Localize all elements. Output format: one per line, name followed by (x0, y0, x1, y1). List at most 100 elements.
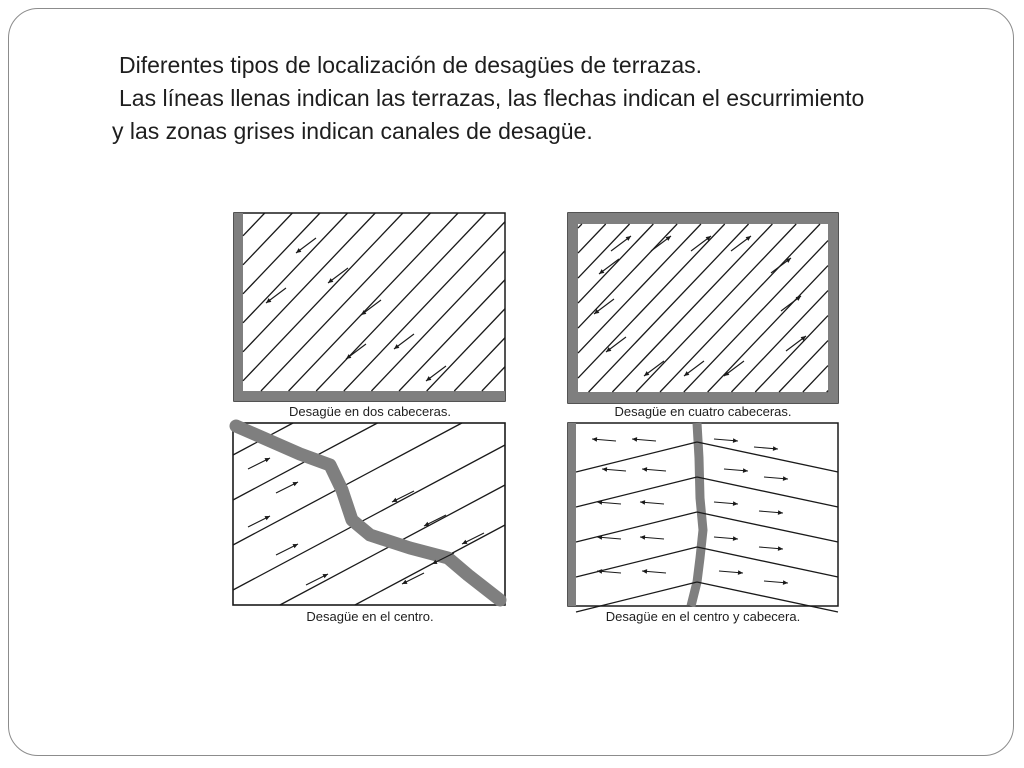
runoff-arrow (305, 573, 329, 586)
runoff-arrow (713, 536, 739, 541)
runoff-arrow (596, 535, 622, 540)
runoff-arrow (345, 343, 367, 360)
arrow-head (328, 278, 334, 283)
terrace-line (696, 546, 839, 578)
arrow-head (632, 437, 638, 442)
runoff-arrow (393, 333, 415, 350)
terrace-line (232, 422, 463, 546)
runoff-arrow (643, 360, 665, 377)
arrow-head (785, 258, 791, 263)
runoff-arrow (425, 365, 447, 382)
terrace-line (730, 290, 829, 393)
runoff-arrow (763, 476, 789, 481)
arrow-head (592, 437, 598, 442)
terrace-line (354, 524, 506, 606)
terrace-line (398, 279, 506, 392)
terrace-line (288, 212, 459, 392)
runoff-arrow (641, 569, 667, 574)
slide-title: Diferentes tipos de localización de desa… (112, 49, 992, 148)
runoff-arrow (423, 514, 447, 527)
arrow-head (705, 236, 711, 241)
terrace-line (426, 308, 506, 392)
runoff-arrow (723, 468, 749, 473)
terrace-line (659, 223, 821, 393)
arrow-head (777, 510, 783, 515)
runoff-arrow (591, 437, 617, 442)
arrow-head (782, 580, 788, 585)
drainage-channel-top (568, 213, 838, 224)
arrow-head (402, 579, 408, 584)
arrow-head (296, 248, 302, 253)
arrow-head (292, 544, 298, 549)
panel-cuatro-cabeceras (567, 212, 839, 404)
runoff-arrow (758, 510, 784, 515)
runoff-arrow (690, 235, 712, 252)
drainage-channel-left (568, 423, 576, 606)
terrace-line (754, 315, 829, 393)
runoff-arrow (360, 299, 382, 316)
runoff-arrow (641, 467, 667, 472)
terrace-line (778, 340, 829, 393)
runoff-arrow (275, 481, 299, 494)
arrow-head (424, 521, 430, 526)
terrace-line (242, 212, 349, 324)
terrace-line (577, 223, 607, 254)
arrow-head (625, 236, 631, 241)
runoff-arrow (730, 235, 752, 252)
terrace-line (242, 212, 376, 353)
runoff-arrow (631, 437, 657, 442)
drainage-channel-left (568, 213, 578, 403)
runoff-arrow (596, 500, 622, 505)
terrace-line (707, 265, 829, 393)
terrace-line (577, 223, 630, 279)
arrow-head (724, 371, 730, 376)
drainage-channel-bottom (234, 391, 505, 401)
runoff-arrow (391, 490, 415, 503)
arrow-head (745, 236, 751, 241)
runoff-arrow (650, 235, 672, 252)
terrace-line (696, 511, 839, 543)
terrace-line (315, 212, 487, 392)
runoff-arrow (723, 360, 745, 377)
drainage-channel-right (828, 213, 838, 403)
arrow-head (602, 467, 608, 472)
arrow-head (266, 298, 272, 303)
panel-dos-cabeceras (233, 212, 506, 402)
terrace-line (577, 223, 678, 329)
arrow-head (777, 546, 783, 551)
arrow-head (392, 497, 398, 502)
title-line-3: y las zonas grises indican canales de de… (112, 118, 593, 144)
terrace-line (577, 223, 583, 229)
terrace-line (696, 476, 839, 508)
terrace-line (696, 441, 839, 473)
runoff-arrow (770, 257, 792, 274)
arrow-head (606, 347, 612, 352)
terrace-line (577, 223, 702, 354)
caption-centro-y-cabecera: Desagüe en el centro y cabecera. (606, 609, 800, 624)
terrace-line (826, 390, 829, 393)
arrow-head (742, 468, 748, 473)
arrow-head (795, 296, 801, 301)
arrow-head (732, 501, 738, 506)
terrace-line (260, 212, 431, 392)
slide-frame (8, 8, 1014, 756)
runoff-arrow (780, 295, 802, 312)
runoff-arrow (598, 258, 620, 275)
runoff-arrow (265, 287, 287, 304)
runoff-arrow (461, 532, 485, 545)
runoff-arrow (785, 335, 807, 352)
terrace-line (575, 511, 698, 543)
runoff-arrow (247, 515, 271, 528)
terrace-line (242, 212, 266, 237)
arrow-head (599, 269, 605, 274)
runoff-arrow (718, 570, 744, 575)
arrow-head (432, 559, 438, 564)
runoff-arrow (713, 438, 739, 443)
terrace-line (575, 546, 698, 578)
arrow-head (737, 570, 743, 575)
terrace-line (575, 476, 698, 508)
runoff-arrow (758, 546, 784, 551)
runoff-arrow (605, 336, 627, 353)
runoff-arrow (247, 457, 271, 470)
